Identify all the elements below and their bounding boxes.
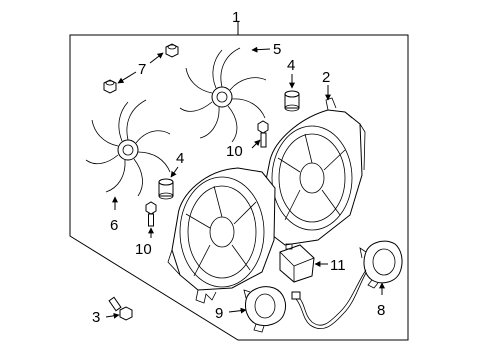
fan-shroud-left — [167, 167, 276, 304]
fan-blade-upper — [179, 47, 267, 143]
bushing-4-upper — [284, 90, 300, 112]
bolt-10-lower — [145, 201, 157, 227]
leader-3 — [105, 312, 120, 319]
callout-2: 2 — [322, 69, 330, 86]
nut-7-second — [103, 79, 117, 94]
wire-harness — [297, 269, 367, 326]
harness-connector — [291, 291, 301, 300]
bolt-3 — [108, 296, 133, 321]
callout-9: 9 — [215, 305, 223, 322]
callout-10-lower: 10 — [135, 241, 152, 258]
leader-10-upper — [251, 139, 261, 149]
bolt-10-upper — [257, 120, 269, 148]
callout-4-lower: 4 — [176, 150, 184, 167]
resistor-11 — [279, 243, 315, 283]
callout-1: 1 — [232, 9, 240, 26]
leader-7-b — [117, 71, 137, 84]
callout-10-upper: 10 — [226, 143, 243, 160]
callout-3: 3 — [92, 309, 100, 326]
motor-8 — [359, 240, 403, 289]
leader-7-a — [149, 52, 164, 64]
leader-4-lower — [170, 166, 179, 178]
callout-7: 7 — [138, 61, 146, 78]
bushing-4-lower — [158, 178, 174, 200]
assembly-outline — [69, 34, 409, 341]
leader-5 — [251, 46, 271, 53]
callout-5: 5 — [273, 41, 281, 58]
wire-harness-2 — [295, 272, 367, 330]
leader-9 — [228, 307, 247, 314]
callout-11: 11 — [330, 257, 346, 274]
motor-9 — [243, 286, 287, 333]
fan-blade-lower — [85, 99, 171, 197]
callout-4-upper: 4 — [287, 57, 295, 74]
nut-7 — [165, 43, 179, 58]
callout-6: 6 — [110, 217, 118, 234]
fan-shroud-right — [261, 97, 366, 246]
callout-8: 8 — [377, 302, 385, 319]
